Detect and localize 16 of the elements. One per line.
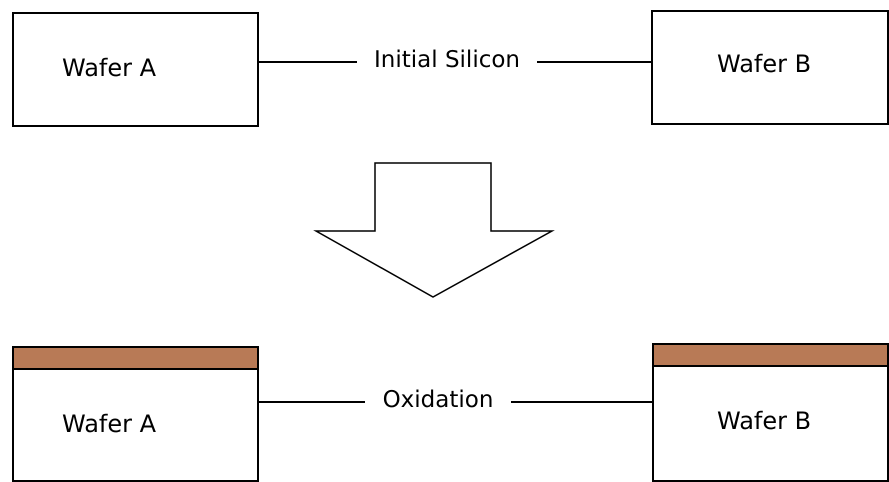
connector-line: [511, 401, 652, 403]
wafer-label: Wafer A: [62, 54, 156, 82]
oxide-layer: [652, 343, 889, 367]
connector-line: [259, 401, 365, 403]
wafer-box: [651, 10, 889, 125]
step-label: Oxidation: [365, 384, 511, 416]
oxide-layer: [12, 346, 259, 370]
step-label: Initial Silicon: [357, 44, 537, 76]
connector-line: [537, 61, 651, 63]
wafer-label: Wafer B: [717, 50, 812, 78]
wafer-box: [12, 346, 259, 482]
wafer-label: Wafer B: [717, 407, 812, 435]
wafer-box: [652, 343, 889, 482]
wafer-box: [12, 12, 259, 127]
wafer-label: Wafer A: [62, 410, 156, 438]
connector-line: [259, 61, 357, 63]
